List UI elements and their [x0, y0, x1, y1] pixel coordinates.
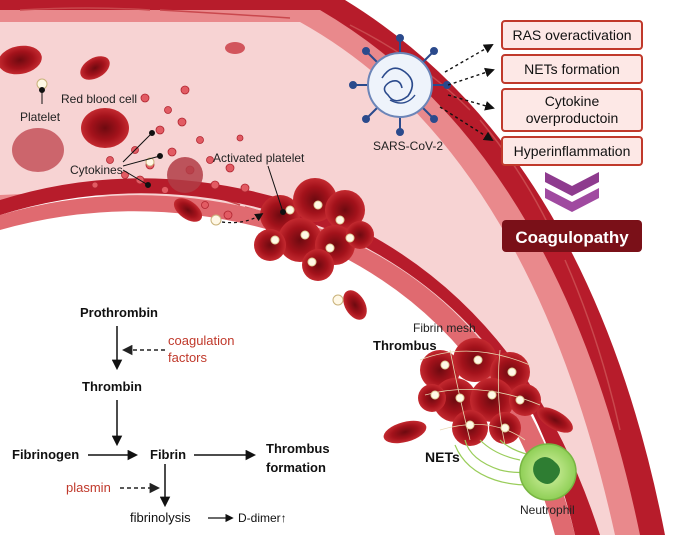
vessel-lumen: [0, 22, 615, 535]
cascade-prothrombin: Prothrombin: [80, 305, 158, 320]
label-pointers: [39, 87, 286, 215]
effect-cytokine-line2: overproductoin: [526, 110, 619, 126]
virus-label: SARS-CoV-2: [373, 139, 443, 153]
label-cytokines: Cytokines: [70, 163, 123, 177]
thrombus-cluster: [418, 338, 541, 446]
coagulopathy-box: Coagulopathy: [502, 220, 642, 252]
cascade-fibrin: Fibrin: [150, 447, 186, 462]
label-nets: NETs: [425, 449, 460, 465]
effect-hyperinflammation-label: Hyperinflammation: [514, 143, 631, 159]
cascade-thrombin: Thrombin: [82, 379, 142, 394]
effect-nets-label: NETs formation: [524, 61, 620, 77]
coagulation-cascade: Prothrombin coagulation factors Thrombin…: [12, 305, 330, 525]
label-platelet: Platelet: [20, 110, 61, 124]
cascade-thrombus-formation-2: formation: [266, 460, 326, 475]
sars-cov-2-virus: [349, 34, 451, 136]
cascade-plasmin: plasmin: [66, 480, 111, 495]
chevron-down-icon: [545, 172, 599, 212]
activation-arrow: [221, 213, 264, 224]
label-thrombus: Thrombus: [373, 338, 437, 353]
effect-box-cytokine: Cytokine overproductoin: [501, 88, 643, 132]
effect-box-hyperinflammation: Hyperinflammation: [501, 136, 643, 166]
neutrophil: [519, 443, 577, 501]
effect-ras-label: RAS overactivation: [512, 27, 631, 43]
coagulopathy-label: Coagulopathy: [515, 228, 629, 247]
effect-box-nets: NETs formation: [501, 54, 643, 84]
effect-box-ras: RAS overactivation: [501, 20, 643, 50]
cascade-fibrinogen: Fibrinogen: [12, 447, 79, 462]
label-fibrin-mesh: Fibrin mesh: [413, 321, 476, 335]
cascade-thrombus-formation-1: Thrombus: [266, 441, 330, 456]
cascade-d-dimer: D-dimer↑: [238, 511, 287, 525]
effect-cytokine-line1: Cytokine: [545, 93, 600, 109]
label-activated-platelet: Activated platelet: [213, 151, 305, 165]
cascade-coagulation-factors-1: coagulation: [168, 333, 235, 348]
cytokine-particles: [91, 85, 250, 220]
label-neutrophil: Neutrophil: [520, 503, 575, 517]
label-red-blood-cell: Red blood cell: [61, 92, 137, 106]
cascade-coagulation-factors-2: factors: [168, 350, 208, 365]
cascade-fibrinolysis: fibrinolysis: [130, 510, 191, 525]
activated-platelet-cluster: [254, 178, 374, 281]
free-platelets: [36, 78, 344, 306]
red-blood-cells: [0, 42, 573, 444]
virus-effect-arrows: [439, 44, 495, 142]
